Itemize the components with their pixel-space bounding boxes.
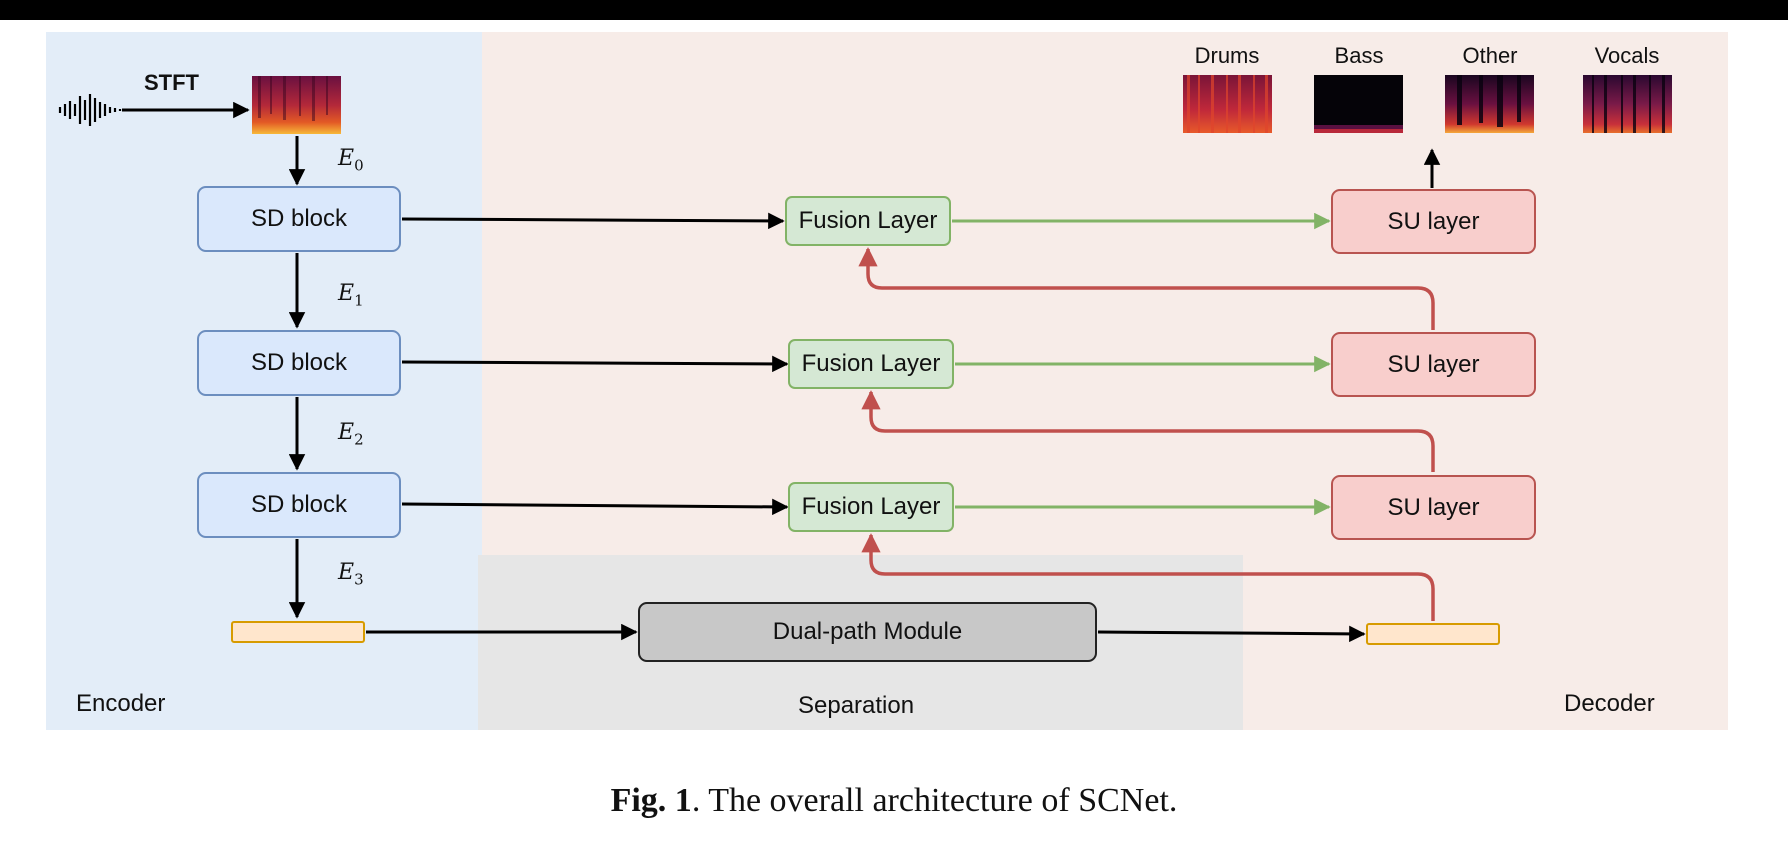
sd-block-1: SD block [197, 186, 401, 252]
fusion-layer-2: Fusion Layer [788, 339, 954, 389]
su-layer-1: SU layer [1331, 189, 1536, 254]
decoder-latent [1366, 623, 1500, 645]
sd-block-2: SD block [197, 330, 401, 396]
su-layer-2: SU layer [1331, 332, 1536, 397]
bass-spectrogram [1314, 75, 1403, 133]
top-black-bar [0, 0, 1788, 20]
source-label-drums: Drums [1194, 43, 1260, 68]
fusion-layer-1: Fusion Layer [785, 196, 951, 246]
waveform-icon [58, 94, 122, 126]
figure-caption: Fig. 1. The overall architecture of SCNe… [0, 782, 1788, 820]
source-label-vocals: Vocals [1594, 43, 1660, 68]
encoder-latent [231, 621, 365, 643]
caption-prefix: Fig. 1 [610, 782, 692, 819]
stft-label: STFT [144, 70, 199, 95]
source-label-other: Other [1462, 43, 1518, 68]
fusion-layer-3: Fusion Layer [788, 482, 954, 532]
encoder-feature-label: E2 [338, 420, 364, 449]
vocals-spectrogram [1583, 75, 1672, 133]
other-spectrogram [1445, 75, 1534, 133]
encoder-feature-label: E1 [338, 281, 364, 310]
decoder-label: Decoder [1564, 690, 1655, 717]
source-label-bass: Bass [1334, 43, 1384, 68]
separation-label: Separation [798, 692, 915, 719]
encoder-feature-label: E3 [338, 560, 364, 589]
caption-text: . The overall architecture of SCNet. [691, 782, 1178, 819]
sd-block-3: SD block [197, 472, 401, 538]
su-layer-3: SU layer [1331, 475, 1536, 540]
input-spectrogram [252, 76, 341, 134]
encoder-label: Encoder [76, 690, 166, 717]
encoder-feature-label: E0 [338, 146, 364, 175]
drums-spectrogram [1183, 75, 1272, 133]
dual-path-module: Dual-path Module [638, 602, 1097, 662]
